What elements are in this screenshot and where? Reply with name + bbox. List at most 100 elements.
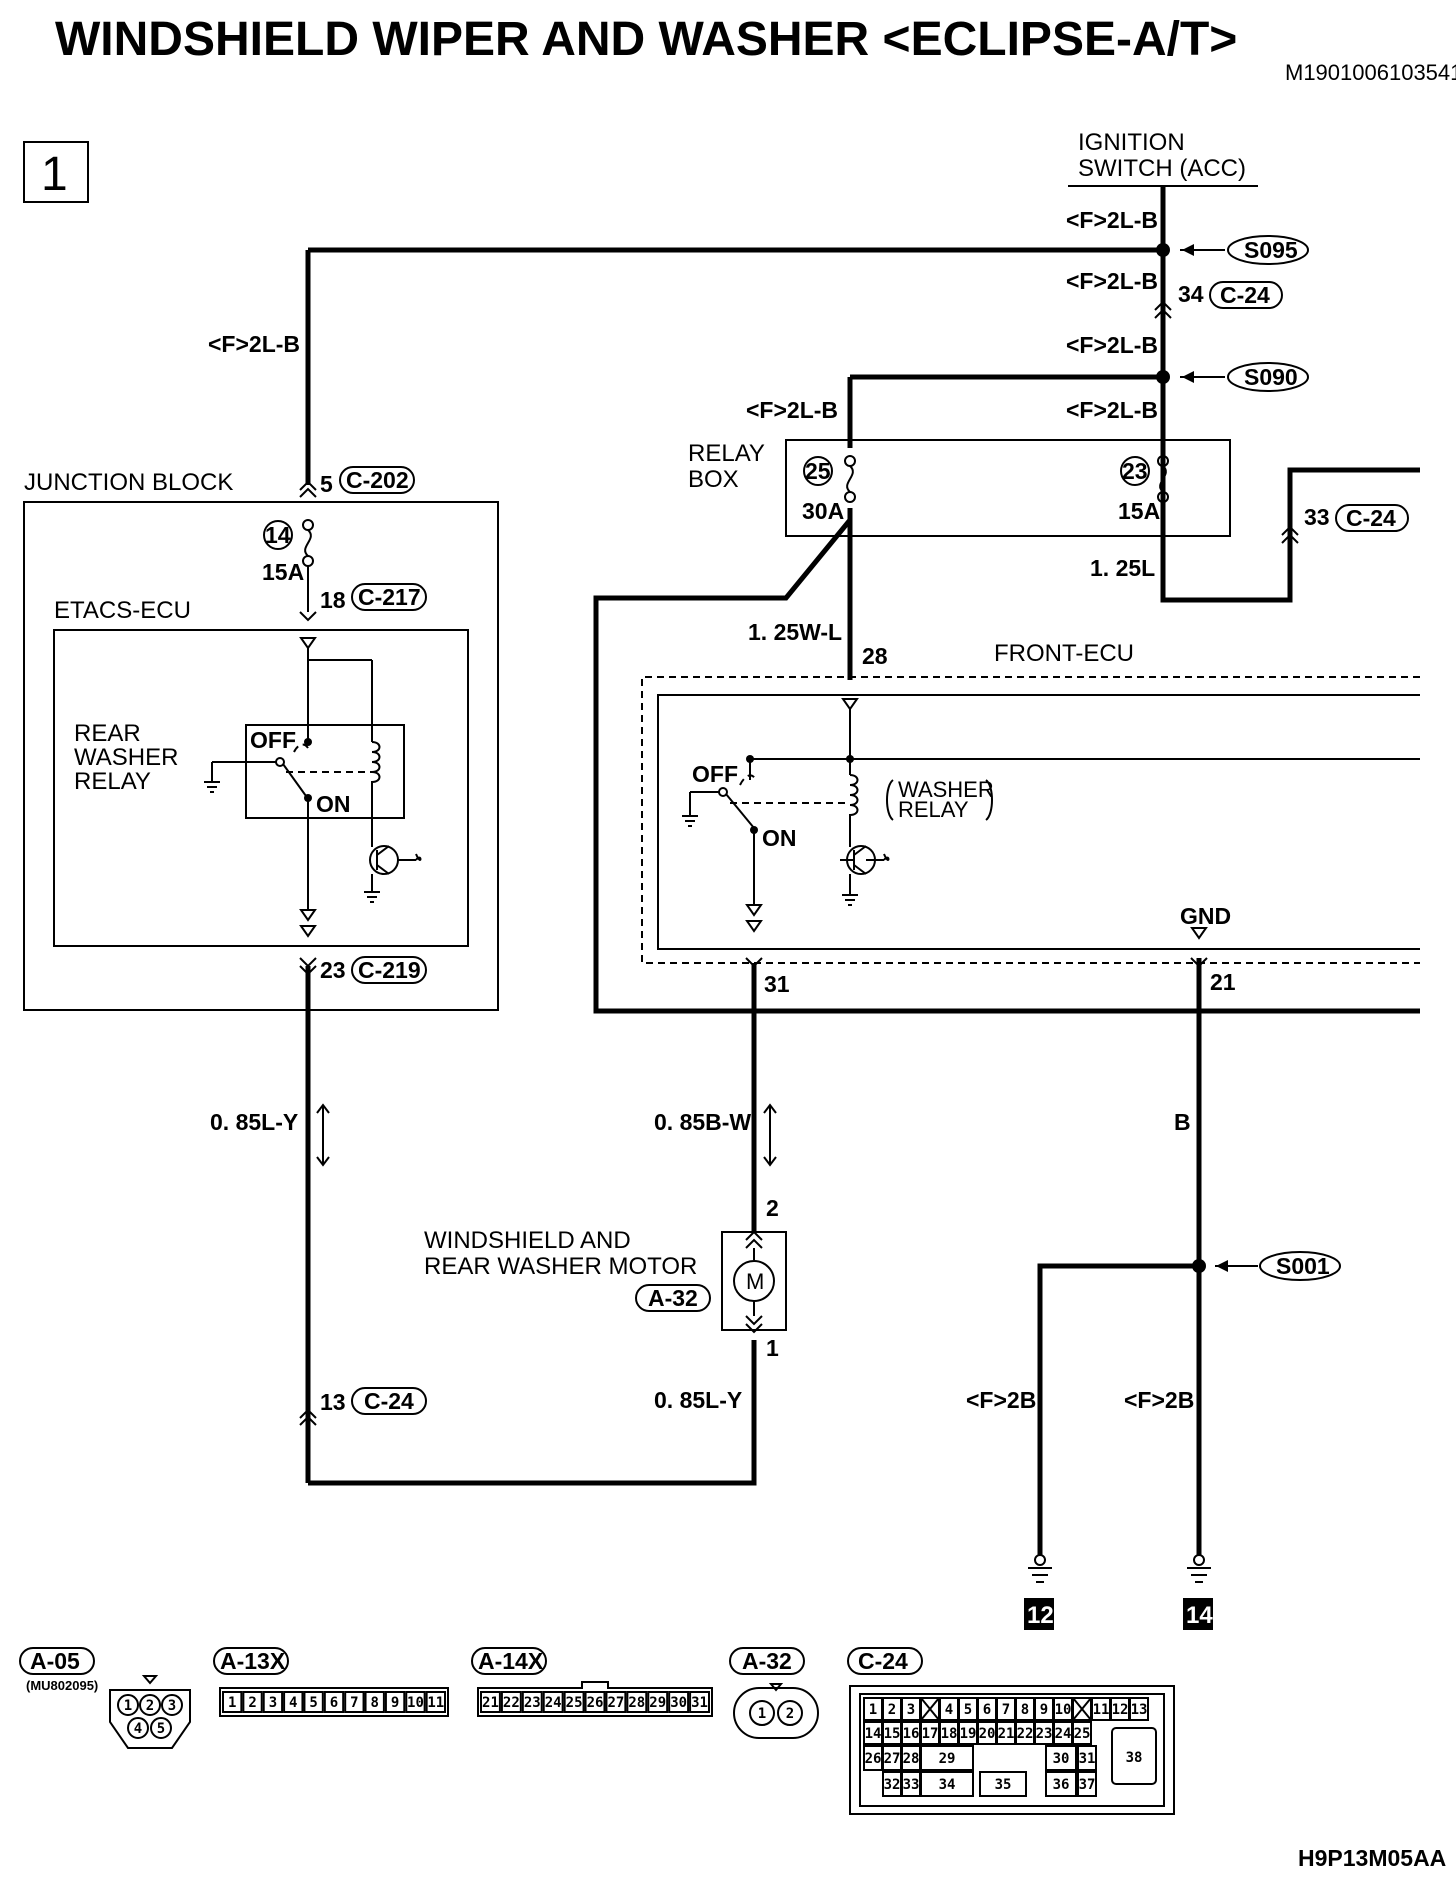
connector-pin: [323, 1691, 345, 1713]
splice-s090: [1227, 362, 1309, 392]
connector-pin: [689, 1691, 710, 1713]
relay-box-label-2: BOX: [688, 466, 739, 493]
washer-relay-label-2: RELAY: [898, 797, 969, 822]
gnd-label: GND: [1180, 903, 1231, 929]
connector-pin-label: 23: [1036, 1726, 1053, 1742]
document-id: M1901006103541: [1285, 60, 1456, 85]
pin-18-label: 18: [320, 587, 346, 613]
wire-125l: [1160, 467, 1420, 603]
wire-f2b-left: [1037, 1263, 1199, 1555]
pin-13-label: 13: [320, 1389, 346, 1415]
connector-pin-label: 28: [903, 1751, 920, 1767]
ground-symbol-12: [1028, 1567, 1052, 1583]
connector-pin: [584, 1691, 606, 1713]
connector-pin-label: 20: [979, 1726, 996, 1742]
wire-label-f2b-b: <F>2B: [1124, 1387, 1194, 1413]
relay-box: [785, 439, 1231, 537]
connector-pin-label: 9: [391, 1695, 399, 1711]
connector-pin: [139, 1694, 161, 1716]
rear-washer-relay-label-3: RELAY: [74, 768, 151, 795]
connector-c217-badge: [351, 583, 427, 611]
connector-pin-label: 13: [1131, 1702, 1148, 1718]
connector-pin: [384, 1691, 406, 1713]
wire-label-125wl: 1. 25W-L: [748, 619, 842, 645]
fuse-14-amp: 15A: [262, 559, 304, 585]
connector-pin-label: 12: [1112, 1702, 1129, 1718]
connector-pin: [1045, 1771, 1077, 1797]
wire-loop-ground-bus: [593, 518, 1420, 1014]
connector-pin: [150, 1717, 172, 1739]
connector-view-a05-part: (MU802095): [26, 1678, 98, 1693]
connector-pin-label: 8: [1021, 1702, 1029, 1718]
connector-a32-label: A-32: [648, 1285, 698, 1311]
connector-pin-label: 11: [1093, 1702, 1110, 1718]
splice-s001: [1259, 1251, 1341, 1281]
fuse-25-amp: 30A: [802, 498, 844, 524]
connector-pin: [405, 1691, 426, 1713]
page-number: 1: [41, 148, 68, 201]
connector-view-c24: [849, 1685, 1175, 1815]
connector-pin: [1129, 1697, 1149, 1721]
connector-pin-label: 32: [884, 1777, 901, 1793]
connector-arrow-c24-13: [299, 1408, 317, 1426]
connector-pin-label: 1: [124, 1698, 132, 1714]
connector-pin-label: 10: [1055, 1702, 1072, 1718]
switch-off-label-b: OFF: [692, 761, 738, 787]
washer-motor-label-1: WINDSHIELD AND: [424, 1227, 631, 1254]
connector-c24-label-b: C-24: [1346, 505, 1396, 531]
connector-pin: [262, 1691, 284, 1713]
connector-view-a05-name: A-05: [30, 1648, 80, 1674]
washer-motor-symbol: M: [746, 1269, 764, 1294]
connector-view-a32-badge: [729, 1647, 805, 1675]
wire-label-085ly-b: 0. 85L-Y: [654, 1387, 742, 1413]
connector-view-a13x-name: A-13X: [220, 1648, 286, 1674]
wire-label-f2lb-2: <F>2L-B: [1066, 268, 1158, 294]
wire-label-f2b-a: <F>2B: [966, 1387, 1036, 1413]
connector-c217-label: C-217: [358, 584, 421, 610]
splice-s090-label: S090: [1244, 364, 1298, 390]
connector-pin-label: 31: [1079, 1751, 1096, 1767]
connector-pin-label: 18: [941, 1726, 958, 1742]
connector-pin-label: 5: [157, 1721, 165, 1737]
pin-33-label: 33: [1304, 504, 1330, 530]
connector-pin-label: 16: [903, 1726, 920, 1742]
connector-pin-label: 31: [691, 1695, 708, 1711]
connector-pin-label: 38: [1126, 1750, 1143, 1766]
washer-motor-label-2: REAR WASHER MOTOR: [424, 1253, 697, 1280]
connector-pin: [979, 1771, 1027, 1797]
connector-pin-label: 3: [907, 1702, 915, 1718]
fuse-14-symbol: [302, 519, 314, 567]
fuse-23-badge: [1120, 456, 1150, 486]
junction-block: <F>2L-B JUNCTION BLOCK 5 C-202 14 15A 18…: [23, 250, 499, 1011]
junction-block-box: [23, 501, 499, 1011]
wire-label-f2lb-5: <F>2L-B: [1066, 397, 1158, 423]
splice-s095-label: S095: [1244, 237, 1298, 263]
fuse-23-amp: 15A: [1118, 498, 1160, 524]
connector-pin: [647, 1691, 669, 1713]
connector-pin-label: 37: [1079, 1777, 1096, 1793]
connector-pin: [1077, 1771, 1097, 1797]
connector-pin: [563, 1691, 585, 1713]
wire-label-f2lb-left: <F>2L-B: [208, 331, 300, 357]
connector-c219-badge: [351, 956, 427, 984]
connector-pin-label: 1: [758, 1706, 766, 1722]
relay-box-label-1: RELAY: [688, 440, 765, 467]
connector-pin-label: 23: [524, 1695, 541, 1711]
connector-pin-label: 4: [945, 1702, 953, 1718]
switch-off-label-a: OFF: [250, 727, 296, 753]
wire-label-f2lb-3: <F>2L-B: [1066, 332, 1158, 358]
diagram-title: WINDSHIELD WIPER AND WASHER <ECLIPSE-A/T…: [55, 13, 1237, 66]
front-ecu-outline: [641, 676, 1420, 964]
pin-21-label: 21: [1210, 969, 1236, 995]
connector-pin-label: 24: [1055, 1726, 1072, 1742]
connector-pin: [605, 1691, 627, 1713]
connector-pin-label: 30: [670, 1695, 687, 1711]
connector-pin: [668, 1691, 690, 1713]
connector-pin-label: 36: [1053, 1777, 1070, 1793]
connector-pin: [222, 1691, 243, 1713]
footer-code: H9P13M05AA: [1298, 1845, 1446, 1871]
connector-c202-badge: [339, 466, 415, 494]
connector-pin: [344, 1691, 365, 1713]
fuse-25-symbol: [844, 455, 856, 503]
front-ecu-inner: [657, 694, 1420, 950]
